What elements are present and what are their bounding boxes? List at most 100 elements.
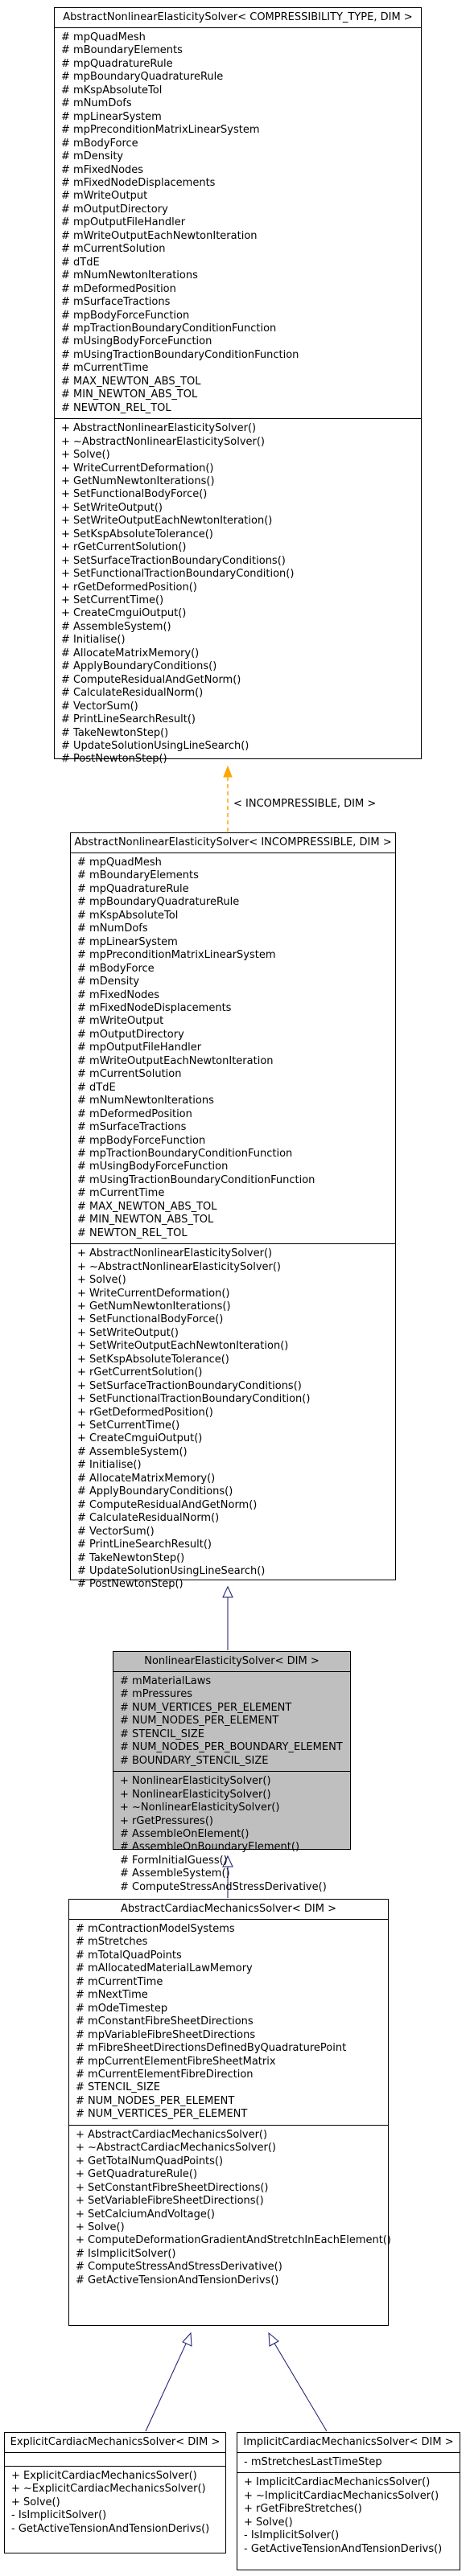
class-attribute[interactable]: # mNumDofs — [61, 97, 132, 110]
class-method[interactable]: + rGetFibreStretches() — [244, 2503, 362, 2516]
class-method[interactable]: + SetCurrentTime() — [77, 1419, 180, 1432]
class-method[interactable]: # AssembleOnBoundaryElement() — [120, 1841, 300, 1854]
class-attribute[interactable]: # mBoundaryElements — [77, 869, 199, 882]
class-attribute[interactable]: # MIN_NEWTON_ABS_TOL — [61, 388, 198, 401]
class-attribute[interactable]: # mWriteOutputEachNewtonIteration — [77, 1054, 274, 1067]
class-method[interactable]: + NonlinearElasticitySolver() — [120, 1788, 271, 1801]
class-attribute[interactable]: # mNumNewtonIterations — [77, 1095, 214, 1107]
class-method[interactable]: + SetKspAbsoluteTolerance() — [61, 528, 213, 540]
class-attribute[interactable]: # mpQuadratureRule — [77, 882, 189, 895]
class-attribute[interactable]: # mNextTime — [76, 1989, 148, 2002]
class-attribute[interactable]: # mWriteOutput — [77, 1015, 164, 1028]
class-attribute[interactable]: # mOdeTimestep — [76, 2002, 168, 2015]
class-method[interactable]: + ~ExplicitCardiacMechanicsSolver() — [11, 2483, 206, 2496]
class-method[interactable]: # AssembleSystem() — [61, 620, 171, 633]
class-attribute[interactable]: # mDensity — [77, 976, 140, 988]
class-attribute[interactable]: # mpTractionBoundaryConditionFunction — [61, 322, 277, 335]
class-method[interactable]: + NonlinearElasticitySolver() — [120, 1775, 271, 1788]
class-method[interactable]: + GetQuadratureRule() — [76, 2168, 198, 2181]
class-title[interactable]: AbstractCardiacMechanicsSolver< DIM > — [69, 1900, 388, 1920]
class-method[interactable]: # CalculateResidualNorm() — [77, 1512, 220, 1525]
class-attribute[interactable]: # mDensity — [61, 150, 124, 163]
class-attribute[interactable]: # mSurfaceTractions — [77, 1121, 187, 1134]
class-method[interactable]: + ~ImplicitCardiacMechanicsSolver() — [244, 2489, 439, 2502]
class-method[interactable]: + ExplicitCardiacMechanicsSolver() — [11, 2470, 197, 2482]
class-box-abstract-nonlinear-elasticity-solver-compressible[interactable]: AbstractNonlinearElasticitySolver< COMPR… — [54, 7, 422, 765]
class-attribute[interactable]: # mpLinearSystem — [77, 935, 178, 948]
class-attribute[interactable]: # mpQuadratureRule — [61, 57, 173, 70]
class-attribute[interactable]: # mKspAbsoluteTol — [77, 909, 179, 922]
class-attribute[interactable]: # NUM_NODES_PER_BOUNDARY_ELEMENT — [120, 1741, 343, 1754]
class-attribute[interactable]: # mWriteOutput — [61, 190, 148, 203]
class-attribute[interactable]: # STENCIL_SIZE — [120, 1728, 205, 1740]
class-method[interactable]: # PrintLineSearchResult() — [77, 1539, 212, 1551]
class-attribute[interactable]: # mUsingTractionBoundaryConditionFunctio… — [61, 348, 299, 361]
class-method[interactable]: # TakeNewtonStep() — [61, 726, 169, 739]
class-attribute[interactable]: # mStretches — [76, 1936, 148, 1949]
class-method[interactable]: + ImplicitCardiacMechanicsSolver() — [244, 2476, 431, 2489]
class-method[interactable]: # AssembleOnElement() — [120, 1827, 249, 1840]
class-method[interactable]: # GetActiveTensionAndTensionDerivs() — [76, 2274, 279, 2286]
class-method[interactable]: + GetNumNewtonIterations() — [77, 1300, 231, 1313]
class-method[interactable]: + SetSurfaceTractionBoundaryConditions() — [77, 1379, 302, 1392]
class-method[interactable]: + AbstractNonlinearElasticitySolver() — [77, 1247, 273, 1260]
class-method[interactable]: + AbstractNonlinearElasticitySolver() — [61, 422, 257, 435]
class-method[interactable]: # ApplyBoundaryConditions() — [77, 1485, 233, 1498]
class-attribute[interactable]: # NEWTON_REL_TOL — [77, 1226, 188, 1239]
class-attribute[interactable]: # BOUNDARY_STENCIL_SIZE — [120, 1754, 269, 1767]
class-attribute[interactable]: # mpQuadMesh — [61, 31, 146, 43]
class-method[interactable]: - IsImplicitSolver() — [11, 2509, 107, 2522]
class-attribute[interactable]: # mFibreSheetDirectionsDefinedByQuadratu… — [76, 2042, 347, 2055]
class-method[interactable]: + SetWriteOutputEachNewtonIteration() — [61, 515, 273, 528]
class-attribute[interactable]: # mUsingBodyForceFunction — [61, 335, 212, 348]
class-method[interactable]: # Initialise() — [61, 634, 126, 647]
class-method[interactable]: # FormInitialGuess() — [120, 1854, 228, 1867]
class-attribute[interactable]: - mStretchesLastTimeStep — [244, 2456, 382, 2468]
class-method[interactable]: + rGetCurrentSolution() — [61, 541, 187, 554]
class-attribute[interactable]: # dTdE — [61, 256, 100, 269]
class-method[interactable]: + SetWriteOutput() — [61, 501, 163, 514]
class-title[interactable]: AbstractNonlinearElasticitySolver< INCOM… — [71, 833, 395, 853]
class-method[interactable]: # IsImplicitSolver() — [76, 2247, 176, 2260]
class-attribute[interactable]: # mConstantFibreSheetDirections — [76, 2015, 254, 2028]
class-method[interactable]: + CreateCmguiOutput() — [61, 607, 187, 620]
class-attribute[interactable]: # mpVariableFibreSheetDirections — [76, 2028, 256, 2041]
class-method[interactable]: # CalculateResidualNorm() — [61, 687, 204, 700]
class-attribute[interactable]: # mCurrentTime — [77, 1187, 165, 1200]
class-attribute[interactable]: # mOutputDirectory — [77, 1028, 184, 1041]
class-method[interactable]: + SetWriteOutputEachNewtonIteration() — [77, 1340, 289, 1353]
class-attribute[interactable]: # mCurrentElementFibreDirection — [76, 2068, 254, 2081]
class-method[interactable]: + SetVariableFibreSheetDirections() — [76, 2195, 264, 2208]
class-method[interactable]: + rGetPressures() — [120, 1814, 213, 1827]
class-attribute[interactable]: # mCurrentTime — [76, 1975, 163, 1988]
class-attribute[interactable]: # NUM_VERTICES_PER_ELEMENT — [76, 2108, 248, 2121]
class-method[interactable]: + AbstractCardiacMechanicsSolver() — [76, 2128, 268, 2141]
class-method[interactable]: + SetFunctionalTractionBoundaryCondition… — [61, 568, 295, 581]
class-attribute[interactable]: # mTotalQuadPoints — [76, 1949, 182, 1962]
class-method[interactable]: + Solve() — [76, 2221, 125, 2233]
class-attribute[interactable]: # mBodyForce — [61, 137, 138, 150]
class-attribute[interactable]: # mKspAbsoluteTol — [61, 84, 163, 97]
class-attribute[interactable]: # mCurrentSolution — [61, 243, 166, 256]
class-method[interactable]: - GetActiveTensionAndTensionDerivs() — [11, 2522, 210, 2535]
class-method[interactable]: + rGetCurrentSolution() — [77, 1366, 203, 1379]
class-method[interactable]: # Initialise() — [77, 1459, 142, 1472]
class-box-abstract-nonlinear-elasticity-solver-incompressible[interactable]: AbstractNonlinearElasticitySolver< INCOM… — [70, 832, 396, 1590]
class-method[interactable]: + ~NonlinearElasticitySolver() — [120, 1802, 280, 1814]
class-attribute[interactable]: # mMaterialLaws — [120, 1675, 212, 1687]
class-method[interactable]: # PostNewtonStep() — [77, 1578, 183, 1591]
class-attribute[interactable]: # MAX_NEWTON_ABS_TOL — [77, 1200, 217, 1213]
class-attribute[interactable]: # mFixedNodes — [77, 988, 160, 1001]
class-method[interactable]: # ComputeStressAndStressDerivative() — [76, 2261, 282, 2274]
class-attribute[interactable]: # mpQuadMesh — [77, 857, 162, 869]
class-method[interactable]: + ~AbstractNonlinearElasticitySolver() — [77, 1260, 281, 1273]
class-attribute[interactable]: # mpTractionBoundaryConditionFunction — [77, 1147, 293, 1160]
class-method[interactable]: + ComputeDeformationGradientAndStretchIn… — [76, 2234, 391, 2247]
class-method[interactable]: - GetActiveTensionAndTensionDerivs() — [244, 2542, 443, 2555]
class-method[interactable]: # UpdateSolutionUsingLineSearch() — [77, 1565, 266, 1578]
class-attribute[interactable]: # mpBoundaryQuadratureRule — [77, 896, 240, 909]
class-method[interactable]: # AllocateMatrixMemory() — [61, 647, 200, 659]
class-method[interactable]: + SetSurfaceTractionBoundaryConditions() — [61, 554, 286, 567]
class-attribute[interactable]: # NUM_NODES_PER_ELEMENT — [76, 2094, 235, 2107]
class-attribute[interactable]: # MIN_NEWTON_ABS_TOL — [77, 1214, 214, 1226]
